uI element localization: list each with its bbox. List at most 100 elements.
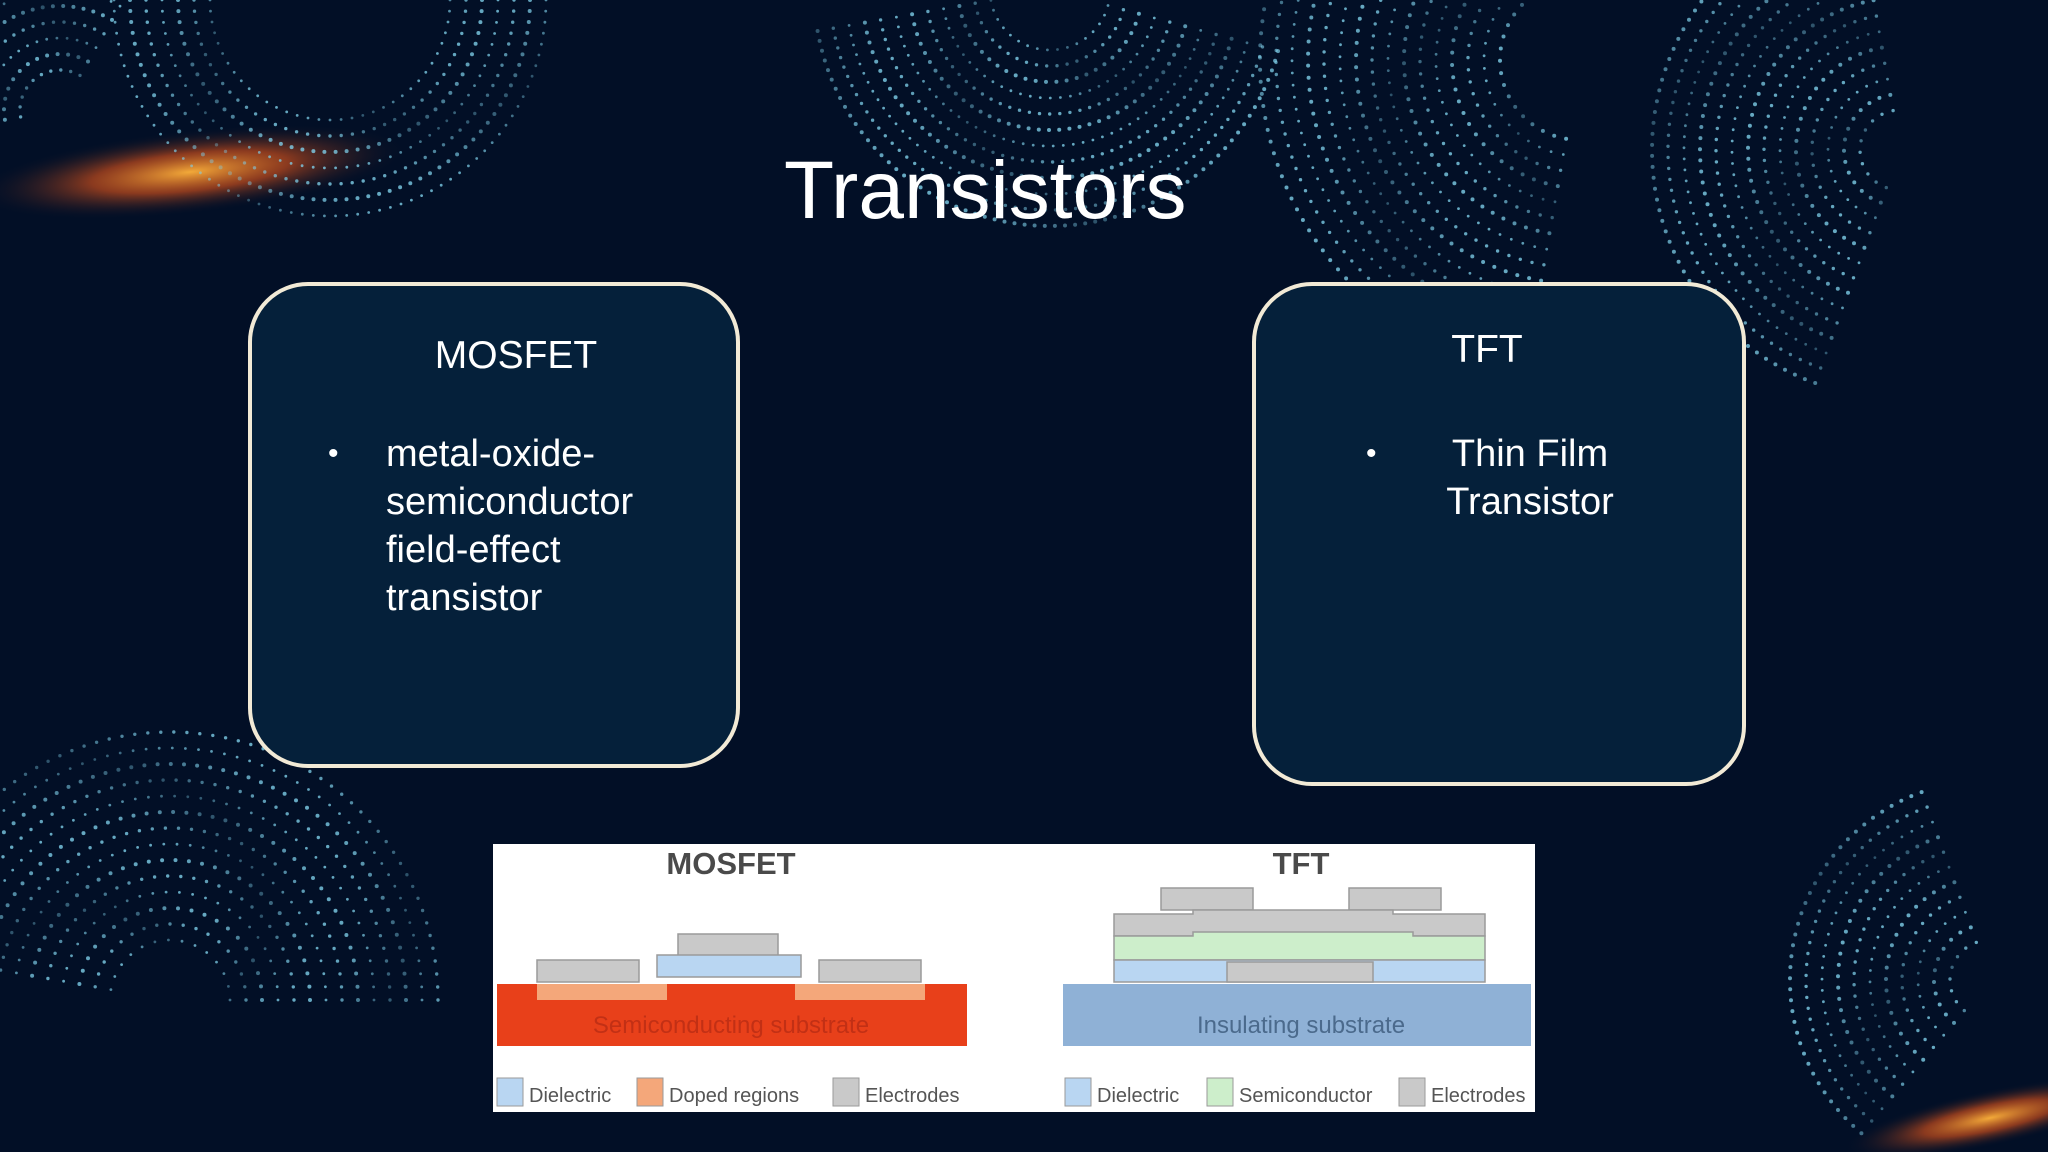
background-dot [1715, 126, 1720, 131]
background-dot [974, 195, 978, 199]
transistor-structure-diagram: MOSFET Semiconducting substrate Dielectr… [493, 844, 1535, 1112]
background-dot [1488, 124, 1492, 128]
background-dot [1539, 278, 1544, 283]
background-dot [140, 877, 144, 881]
background-dot [240, 897, 244, 901]
background-dot [508, 83, 513, 88]
background-dot [227, 854, 230, 857]
background-dot [122, 783, 127, 787]
background-dot [76, 55, 81, 60]
legend-tft-dielectric-swatch [1064, 1077, 1092, 1107]
background-dot [423, 155, 427, 160]
background-dot [1533, 245, 1537, 249]
background-dot [344, 933, 349, 937]
background-dot [1365, 200, 1369, 204]
background-dot [322, 972, 326, 976]
background-dot [1306, 51, 1311, 56]
background-dot [879, 153, 884, 158]
background-dot [1695, 222, 1699, 226]
background-dot [1791, 203, 1795, 207]
background-dot [1513, 104, 1518, 109]
background-dot [1693, 38, 1698, 43]
background-dot [77, 982, 82, 986]
background-dot [1295, 207, 1299, 212]
background-dot [952, 150, 957, 155]
background-dot [1159, 195, 1164, 200]
background-dot [109, 988, 113, 991]
background-dot [372, 177, 376, 181]
background-dot [1278, 108, 1282, 113]
background-dot [1832, 229, 1837, 234]
background-dot [239, 841, 244, 846]
background-dot [1791, 95, 1794, 98]
background-dot [1734, 184, 1738, 188]
background-dot [1854, 205, 1858, 209]
background-dot [923, 51, 927, 55]
background-dot [310, 934, 314, 938]
background-dot [1226, 46, 1231, 51]
background-dot [1087, 122, 1092, 127]
background-dot [1410, 151, 1414, 154]
background-dot [1786, 294, 1790, 298]
background-dot [1123, 86, 1128, 91]
background-dot [1411, 182, 1415, 186]
background-dot [58, 844, 63, 849]
background-dot [1698, 158, 1703, 163]
background-dot [1450, 50, 1455, 55]
background-dot [1502, 83, 1506, 87]
background-dot [1667, 166, 1671, 171]
background-dot [1958, 930, 1963, 935]
background-dot [1404, 85, 1409, 90]
background-dot [1430, 226, 1435, 231]
background-dot [273, 972, 277, 975]
background-dot [1023, 206, 1027, 211]
background-dot [38, 861, 43, 866]
background-dot [1389, 93, 1393, 97]
background-dot [73, 799, 77, 804]
background-dot [1810, 152, 1814, 156]
background-dot [1754, 263, 1758, 267]
background-dot [877, 126, 881, 130]
background-dot [418, 176, 423, 181]
background-dot [354, 971, 359, 976]
background-dot [1920, 825, 1924, 828]
background-dot [130, 85, 134, 88]
background-dot [109, 0, 113, 3]
background-dot [1342, 103, 1346, 107]
background-dot [1807, 96, 1812, 100]
background-dot [1262, 87, 1267, 92]
background-dot [220, 126, 223, 130]
background-dot [408, 921, 412, 924]
background-dot [1796, 127, 1800, 132]
background-dot [1802, 106, 1807, 111]
background-dot [1857, 226, 1862, 230]
background-dot [1858, 872, 1861, 876]
background-dot [1845, 862, 1850, 866]
background-dot [1884, 965, 1889, 970]
background-dot [1784, 332, 1788, 335]
background-dot [138, 894, 142, 898]
background-dot [1890, 1094, 1895, 1099]
background-dot [1150, 183, 1155, 187]
background-dot [222, 972, 226, 975]
background-dot [106, 754, 109, 758]
background-dot [403, 166, 408, 170]
background-dot [853, 122, 858, 126]
background-dot [1863, 128, 1868, 132]
background-dot [170, 120, 175, 125]
background-dot [1797, 213, 1801, 216]
background-dot [2, 107, 6, 112]
background-dot [1852, 908, 1857, 913]
background-dot [382, 946, 386, 950]
background-dot [1364, 125, 1369, 130]
background-dot [882, 106, 885, 110]
background-dot [46, 877, 50, 881]
background-dot [1061, 159, 1065, 164]
background-dot [446, 159, 451, 164]
background-dot [1826, 52, 1830, 56]
background-dot [201, 846, 205, 849]
background-dot [1911, 1070, 1915, 1074]
background-dot [1274, 48, 1278, 53]
background-dot [1683, 168, 1687, 172]
background-dot [1339, 43, 1342, 47]
